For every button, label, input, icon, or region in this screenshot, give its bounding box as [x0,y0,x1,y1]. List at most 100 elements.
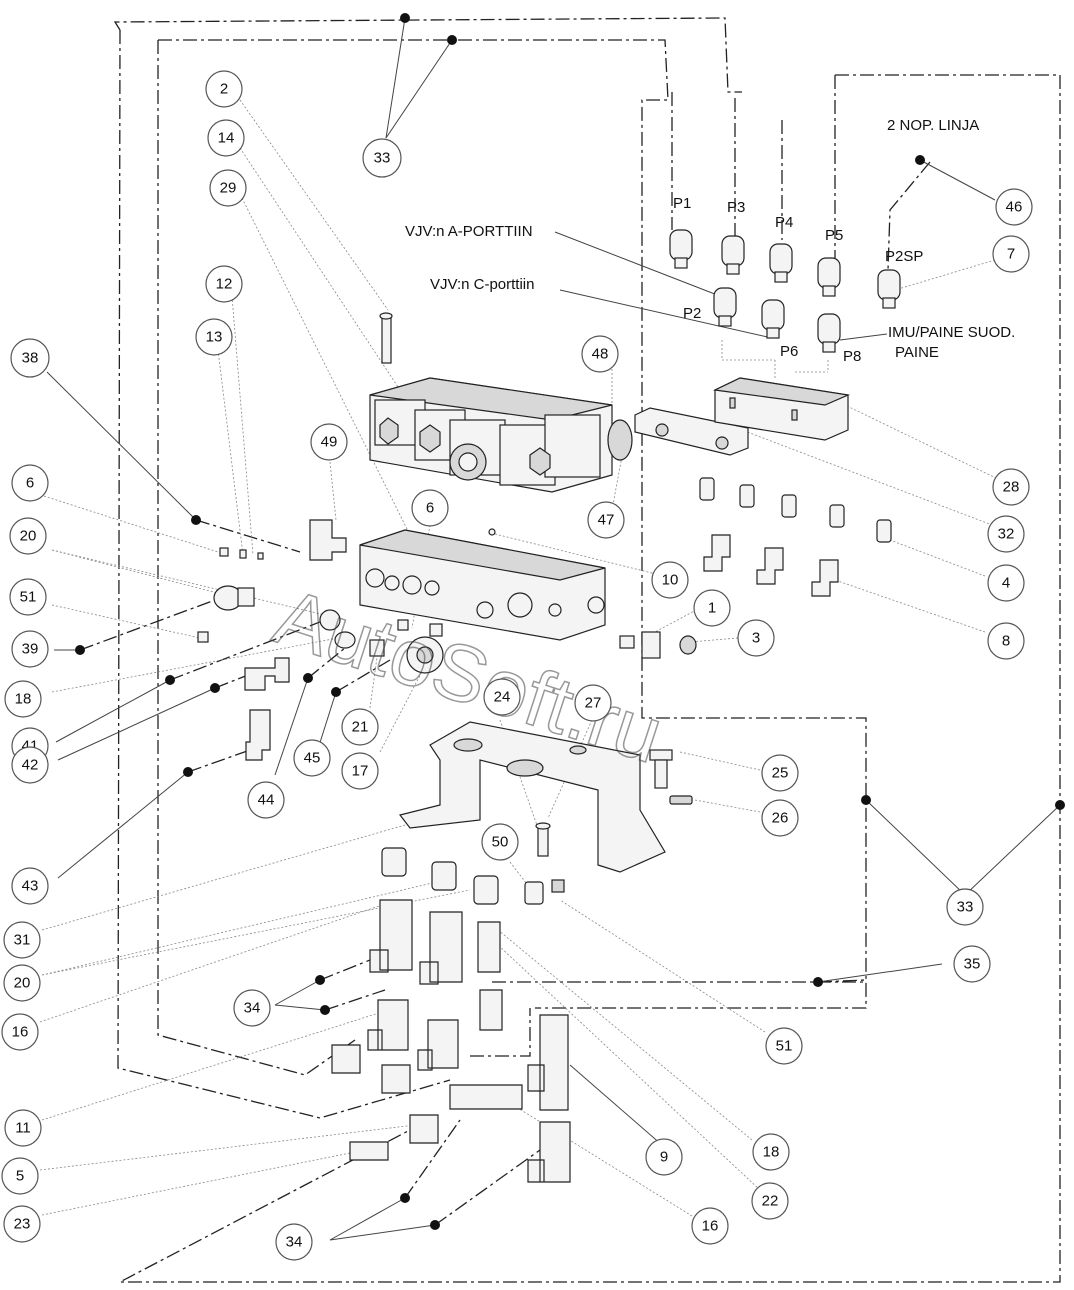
callout-33-right: 33 [946,888,984,926]
svg-text:27: 27 [585,695,602,712]
callout-2: 2 [205,70,243,108]
callout-47: 47 [587,501,625,539]
svg-text:9: 9 [660,1149,668,1166]
label-paine: PAINE [895,344,939,361]
test-point-p3 [721,235,745,275]
leader-lines [39,17,1061,1241]
callout-42: 42 [11,746,49,784]
callout-51-top: 51 [9,578,47,616]
svg-text:33: 33 [957,899,974,916]
callout-6-left: 6 [11,464,49,502]
test-point-p2sp [877,269,901,309]
text-labels: P1 P3 P4 P5 P2SP P2 P6 P8 2 NOP. LINJA V… [405,117,1015,365]
callout-22: 22 [751,1182,789,1220]
label-p3: P3 [727,199,745,216]
callout-28: 28 [992,468,1030,506]
callout-24: 24 [483,678,521,716]
callout-8: 8 [987,622,1025,660]
lower-fittings [331,847,571,1183]
label-p2: P2 [683,305,701,322]
callout-29: 29 [209,169,247,207]
callout-48: 48 [581,335,619,373]
callouts: 2 14 29 33 12 13 38 48 49 6 6 47 20 10 5… [1,70,1033,1261]
svg-text:43: 43 [22,878,39,895]
left-side-fittings [197,519,697,761]
label-p2sp: P2SP [885,248,923,265]
label-nop-linja: 2 NOP. LINJA [887,117,979,134]
callout-1: 1 [693,589,731,627]
junction-dots [75,13,1065,1230]
callout-13: 13 [195,318,233,356]
callout-43: 43 [11,867,49,905]
svg-text:51: 51 [776,1038,793,1055]
callout-50: 50 [481,823,519,861]
adapters-4 [699,477,892,543]
svg-text:7: 7 [1007,246,1015,263]
callout-21: 21 [341,708,379,746]
svg-text:46: 46 [1006,199,1023,216]
svg-text:16: 16 [12,1024,29,1041]
manifold-block-10 [359,528,606,641]
elbow-fittings-8 [703,534,839,597]
svg-text:50: 50 [492,834,509,851]
test-point-p2 [713,287,737,327]
callout-38: 38 [10,338,50,378]
svg-text:5: 5 [16,1168,24,1185]
label-p4: P4 [775,214,793,231]
callout-16-left: 16 [1,1013,39,1051]
callout-3: 3 [737,619,775,657]
svg-text:25: 25 [772,765,789,782]
svg-text:26: 26 [772,810,789,827]
svg-text:8: 8 [1002,633,1010,650]
callout-10: 10 [651,561,689,599]
label-p8: P8 [843,348,861,365]
svg-text:13: 13 [206,329,223,346]
svg-text:14: 14 [218,130,235,147]
test-point-caps [669,229,901,353]
svg-text:6: 6 [26,475,34,492]
svg-text:24: 24 [494,689,511,706]
svg-text:2: 2 [220,81,228,98]
svg-text:45: 45 [304,750,321,767]
svg-text:10: 10 [662,572,679,589]
callout-20-bottom: 20 [3,964,41,1002]
callout-46: 46 [995,188,1033,226]
callout-23: 23 [3,1205,41,1243]
svg-text:44: 44 [258,792,275,809]
svg-text:16: 16 [702,1218,719,1235]
svg-text:51: 51 [20,589,37,606]
bolt-25 [649,749,673,789]
tee-41 [244,657,290,691]
callout-34-mid: 34 [233,989,271,1027]
svg-text:42: 42 [22,757,39,774]
callout-32: 32 [987,515,1025,553]
elbow-42 [245,709,271,761]
test-point-p1 [669,229,693,269]
bracket-32 [634,407,749,456]
callout-17: 17 [341,752,379,790]
svg-text:49: 49 [321,434,338,451]
svg-text:17: 17 [352,763,369,780]
bolt-2 [379,312,393,364]
label-vjv-a-porttiin: VJV:n A-PORTTIIN [405,223,533,240]
svg-text:38: 38 [22,350,39,367]
svg-text:32: 32 [998,526,1015,543]
svg-text:29: 29 [220,180,237,197]
solenoid-coil-stack [369,377,633,493]
svg-text:1: 1 [708,600,716,617]
svg-text:20: 20 [20,528,37,545]
callout-9: 9 [645,1138,683,1176]
callout-49: 49 [310,423,348,461]
callout-20-top: 20 [9,517,47,555]
svg-text:18: 18 [15,691,32,708]
callout-6-center: 6 [411,489,449,527]
svg-text:48: 48 [592,346,609,363]
callout-44: 44 [247,781,285,819]
nut-26 [669,795,693,805]
callout-11: 11 [4,1109,42,1147]
callout-45: 45 [293,739,331,777]
callout-33-top: 33 [362,138,402,178]
svg-text:20: 20 [14,975,31,992]
callout-34-bottom: 34 [275,1223,313,1261]
callout-27: 27 [574,684,612,722]
